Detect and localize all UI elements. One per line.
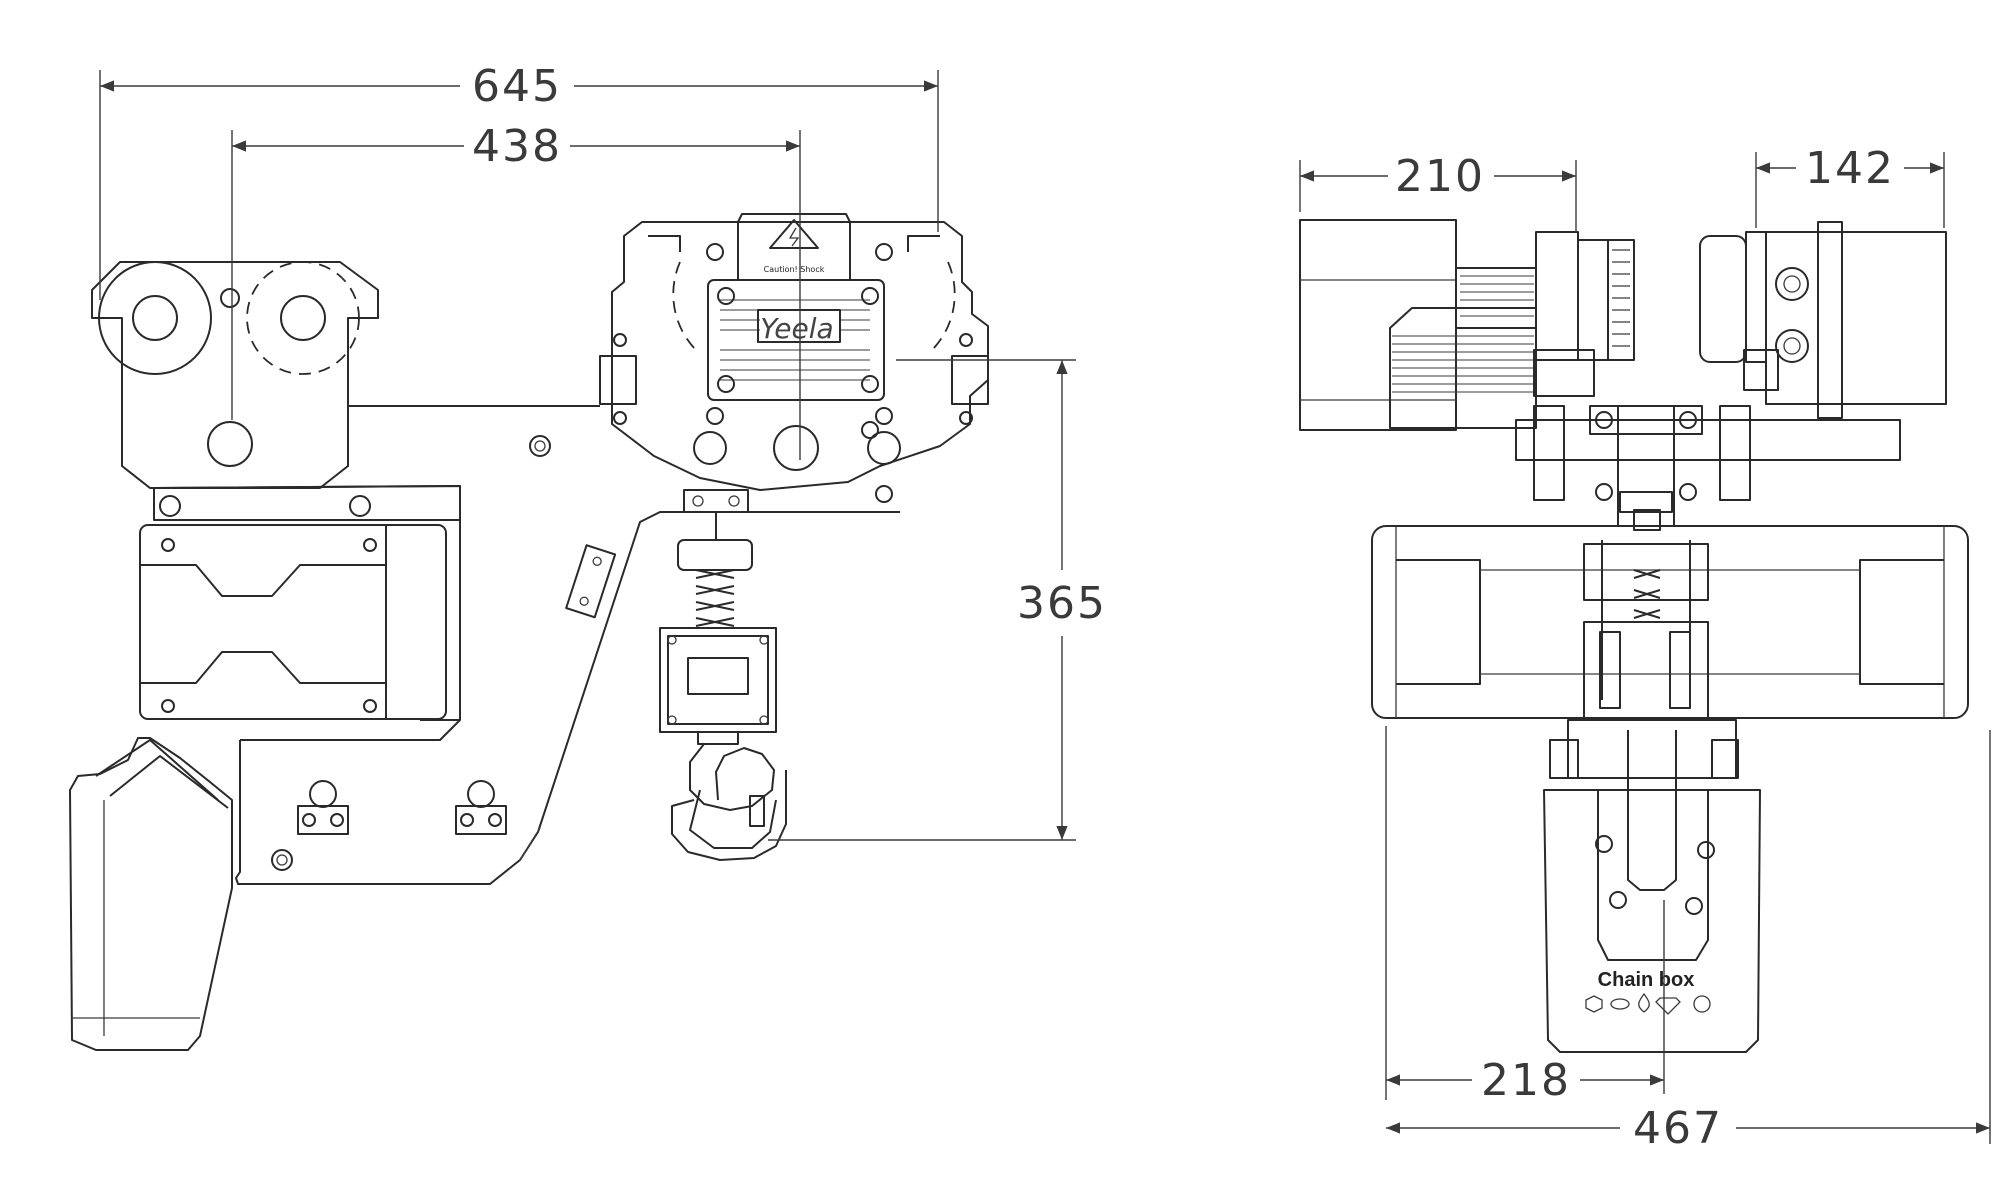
chain-box-label: Chain box <box>1598 969 1695 991</box>
dim-label-210: 210 <box>1395 151 1485 202</box>
drop-icon <box>1638 992 1650 1013</box>
back-plate <box>235 511 900 885</box>
dim-label-467: 467 <box>1633 1103 1723 1154</box>
hook-assembly <box>659 512 787 861</box>
bolt-group <box>271 435 551 871</box>
dim-218: 218 <box>1385 726 1665 1106</box>
front-view: Chain box 210 142 <box>1299 143 1991 1154</box>
hoist-body: Caution! Shock Yeela <box>599 213 989 513</box>
icon-row <box>1585 992 1711 1015</box>
hoist-housing <box>1371 525 1969 719</box>
pendant-controller <box>69 737 233 1051</box>
dim-label-142: 142 <box>1805 143 1895 194</box>
flange-frame <box>153 485 461 741</box>
brand-logo: Yeela <box>760 312 833 345</box>
gear-assembly <box>1535 221 1947 419</box>
trolley-plate <box>91 261 379 489</box>
lips-icon <box>1610 998 1630 1010</box>
dim-label-365: 365 <box>1017 578 1107 629</box>
dim-645: 645 <box>99 61 939 300</box>
dim-438: 438 <box>231 121 801 460</box>
dim-label-438: 438 <box>472 121 562 172</box>
side-view: Caution! Shock Yeela <box>69 61 1107 1051</box>
dim-365: 365 <box>768 359 1107 841</box>
trolley-motor <box>1299 219 1537 431</box>
warning-label: Caution! Shock <box>764 265 825 274</box>
dim-label-218: 218 <box>1481 1055 1571 1106</box>
diamond-icon <box>1655 997 1681 1015</box>
dim-142: 142 <box>1755 143 1945 228</box>
gear-icon <box>1693 995 1711 1013</box>
hexagon-icon <box>1585 995 1603 1013</box>
motor-box <box>139 524 447 720</box>
dim-467: 467 <box>1386 730 1991 1154</box>
dim-210: 210 <box>1299 151 1577 232</box>
dim-label-645: 645 <box>472 61 562 112</box>
chain-box: Chain box <box>1543 719 1761 1053</box>
bracket <box>565 544 617 619</box>
